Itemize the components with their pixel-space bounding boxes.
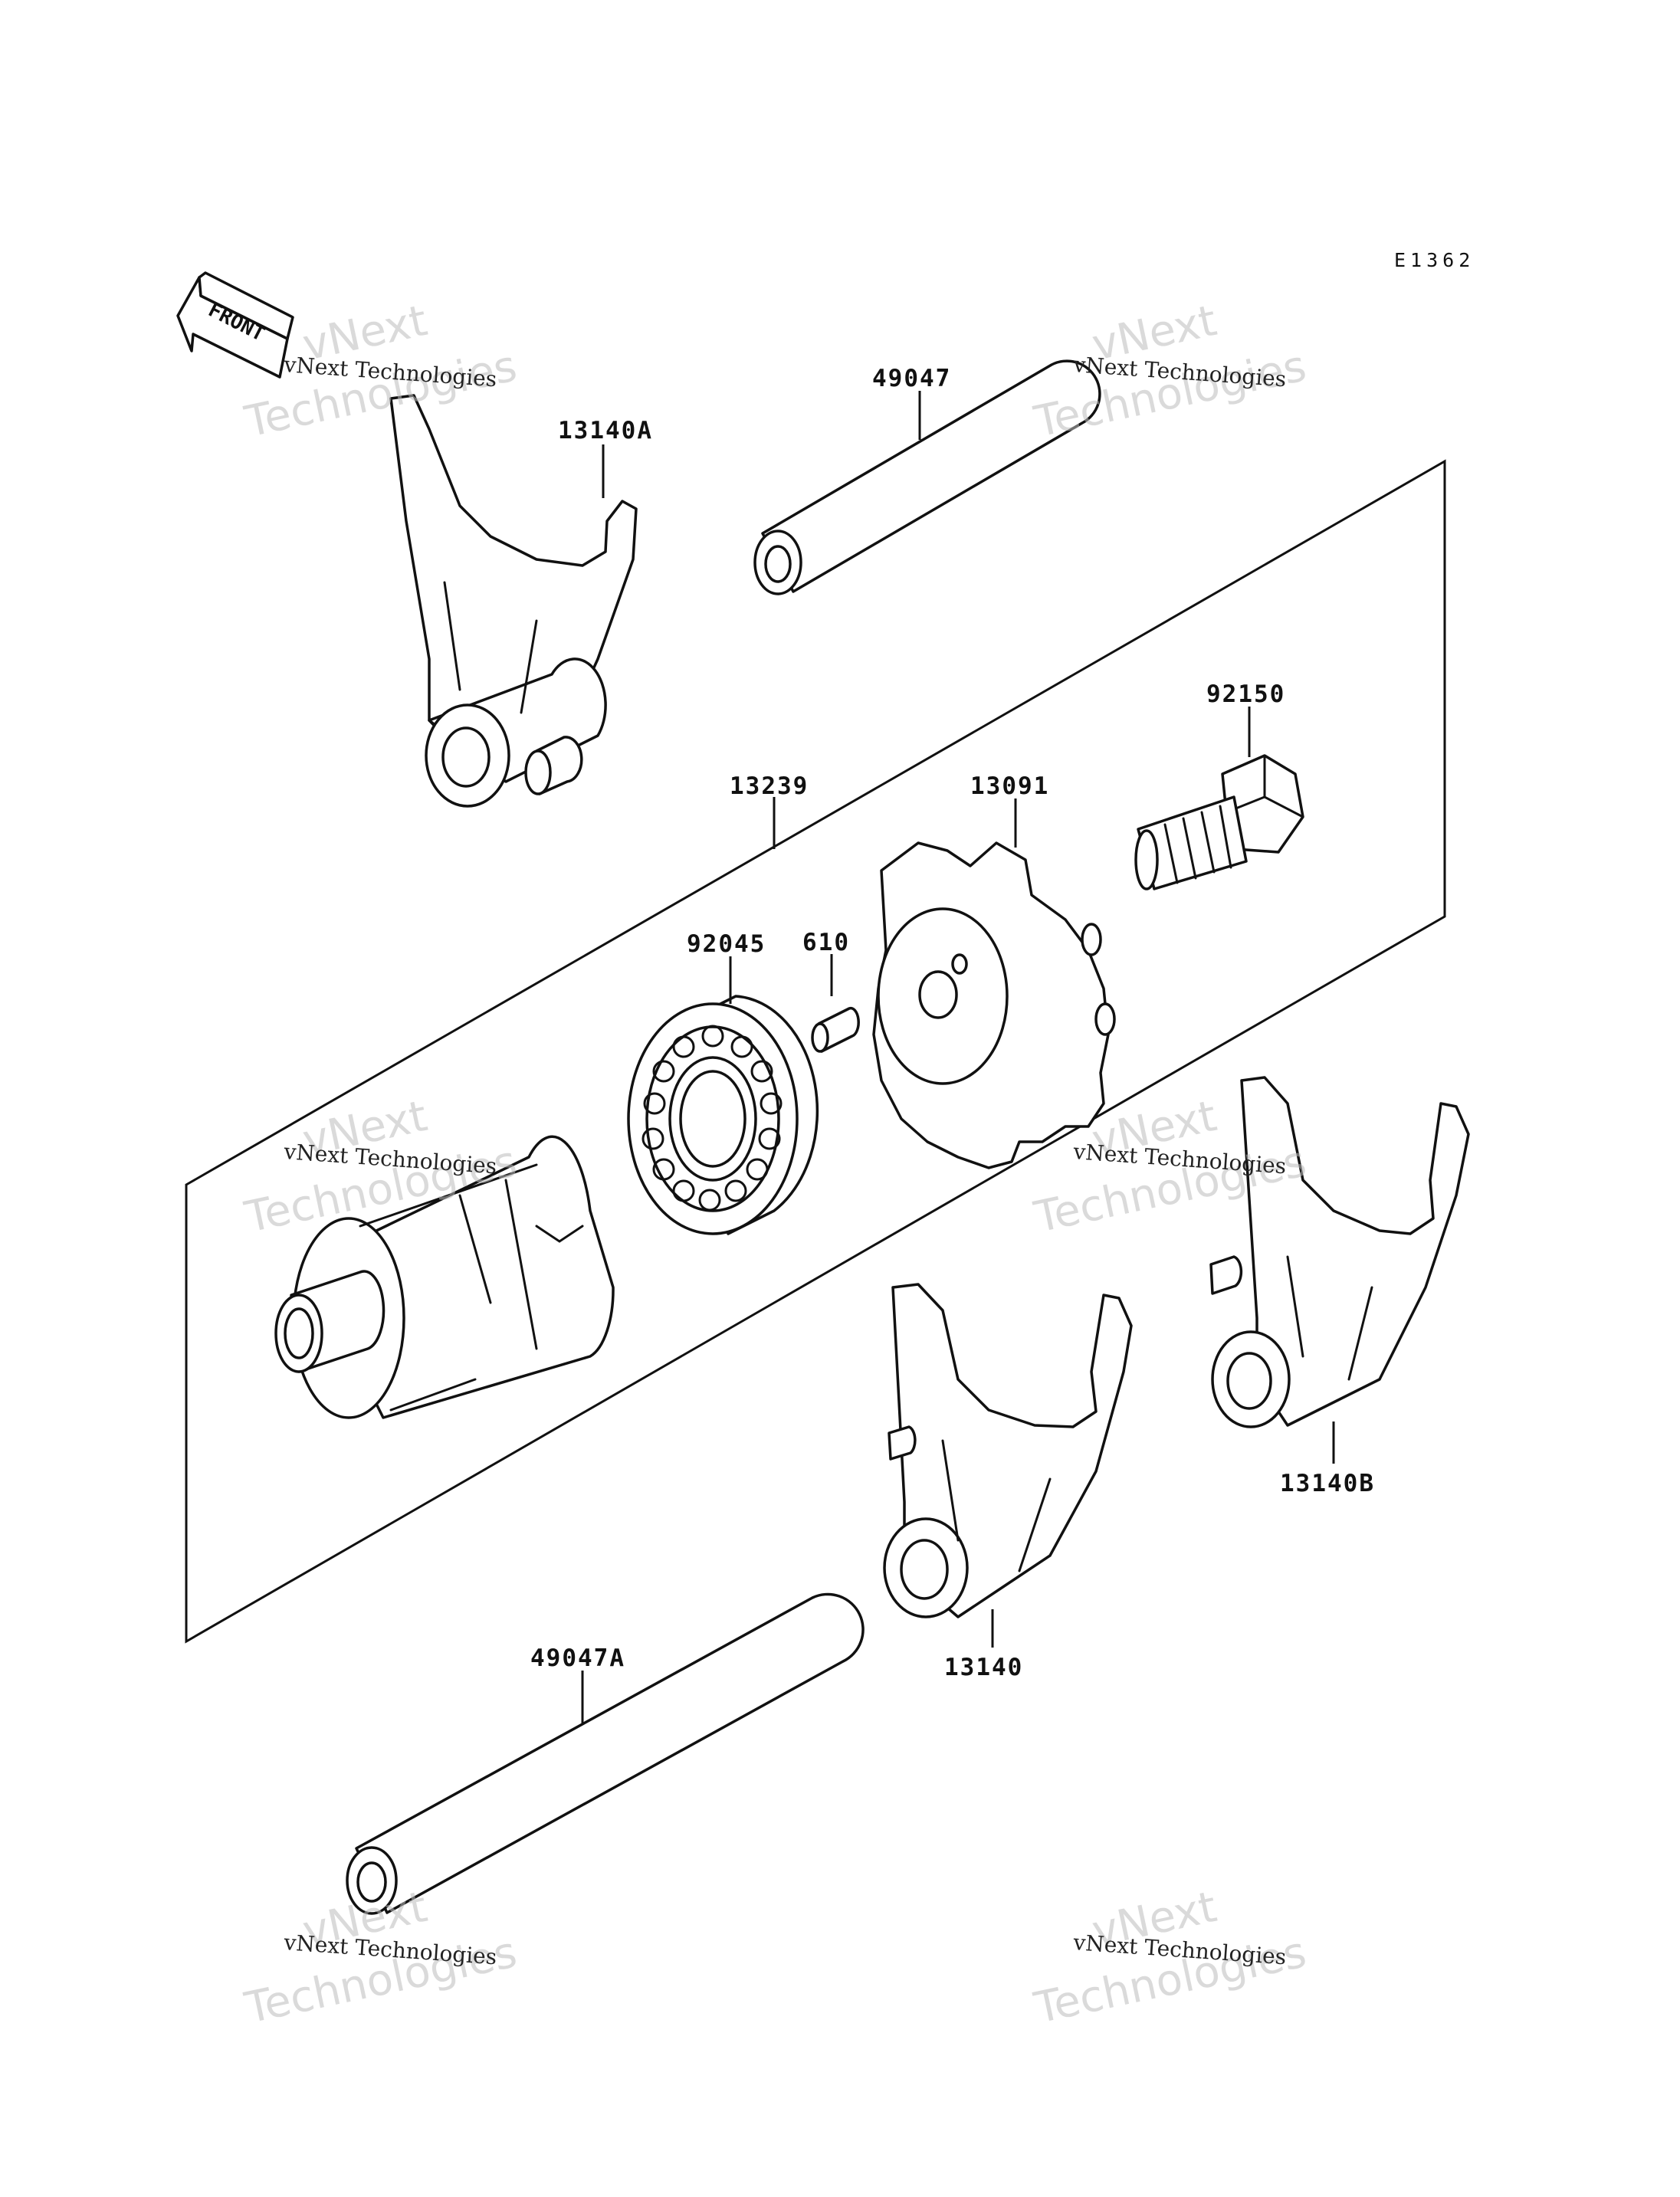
bearing-92045 [627,995,819,1235]
bolt-92150 [1134,754,1304,890]
shift-drum-13239 [274,1135,615,1419]
shaft-49047 [753,359,1101,595]
label-13140: 13140 [944,1654,1023,1681]
shift-fork-13140A [389,394,638,808]
label-13140A: 13140A [558,417,653,444]
label-49047: 49047 [872,365,951,392]
label-92045: 92045 [687,930,766,958]
label-610: 610 [802,929,850,956]
shift-fork-13140 [883,1283,1133,1618]
watermark-bottom-right: vNext Technologies vNext Technologies [1029,1882,1310,2034]
watermark-bottom-left: vNext Technologies vNext Technologies [240,1882,520,2034]
pin-610 [811,1006,860,1053]
svg-text:Technologies: Technologies [1029,341,1310,448]
diagram-code: E1362 [1394,249,1475,271]
label-92150: 92150 [1206,680,1285,708]
cam-plate-13091 [872,841,1116,1169]
assembly-box [185,459,1446,1644]
label-13140B: 13140B [1280,1470,1375,1497]
label-13239: 13239 [730,772,809,800]
shift-fork-13140B [1209,1076,1470,1428]
label-13091: 13091 [970,772,1049,800]
front-arrow-icon: FRONT [176,271,294,379]
label-49047A: 49047A [530,1644,625,1672]
shaft-49047A [346,1592,865,1915]
